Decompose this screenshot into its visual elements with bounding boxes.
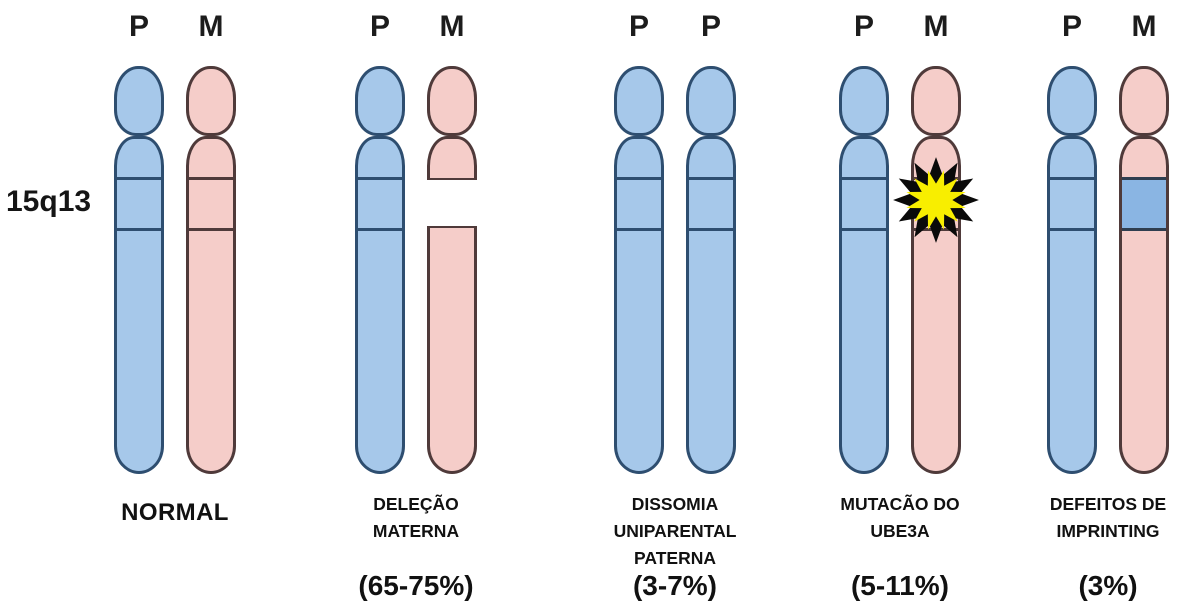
chromosome-paternal [355, 66, 405, 474]
chromosome-q-arm [114, 136, 164, 474]
chromosome-q-arm [614, 136, 664, 474]
allele-label-paternal: P [128, 10, 149, 43]
chromosome-q-arm [1119, 136, 1169, 474]
group-delecao-materna: P M DELEÇÃO MATERNA (65-75%) [355, 0, 477, 612]
group-normal: P M NORMAL [114, 0, 236, 612]
chromosome-p-arm [839, 66, 889, 136]
chromosome-paternal [839, 66, 889, 474]
chromosome-paternal-duplicate [686, 66, 736, 474]
group-percent: (5-11%) [850, 570, 950, 601]
chromosome-q-arm [686, 136, 736, 474]
group-defeitos-de-imprinting: P M DEFEITOS DE IMPRINTING (3%) [1047, 0, 1169, 612]
band-15q13 [358, 177, 402, 231]
chromosome-q-arm [186, 136, 236, 474]
band-15q13 [617, 177, 661, 231]
allele-label-maternal: M [1131, 10, 1157, 43]
band-15q13 [189, 177, 233, 231]
chromosome-p-arm [114, 66, 164, 136]
chromosome-q-arm [839, 136, 889, 474]
chromosome-q-arm [1047, 136, 1097, 474]
allele-label-paternal: P [628, 10, 649, 43]
allele-label-paternal: P [369, 10, 390, 43]
chromosome-p-arm [1047, 66, 1097, 136]
allele-label-maternal: M [198, 10, 224, 43]
allele-label-maternal: M [439, 10, 465, 43]
band-15q13 [842, 177, 886, 231]
group-percent: (3-7%) [632, 570, 717, 601]
chromosome-p-arm [1119, 66, 1169, 136]
group-title: NORMAL [121, 499, 229, 526]
group-title: MUTACÃO DO UBE3A [840, 494, 960, 541]
chromosome-maternal-imprint-defect [1119, 66, 1169, 474]
band-15q13 [117, 177, 161, 231]
chromosome-p-arm [686, 66, 736, 136]
group-percent: (3%) [1078, 570, 1138, 601]
deletion-gap [427, 180, 477, 226]
chromosome-paternal [1047, 66, 1097, 474]
chromosome-maternal [186, 66, 236, 474]
chromosome-p-arm [911, 66, 961, 136]
group-title: DEFEITOS DE IMPRINTING [1049, 494, 1167, 541]
group-percent: (65-75%) [358, 570, 474, 601]
group-mutacao-ube3a: P M MUTACÃO DO UBE3A (5-11%) [839, 0, 979, 612]
mutation-starburst-icon [893, 157, 979, 243]
chromosome-p-arm [355, 66, 405, 136]
allele-label-paternal: P [1061, 10, 1082, 43]
chromosome-q-arm-upper [427, 136, 477, 180]
chromosome-q-arm [355, 136, 405, 474]
chromosome-p-arm [427, 66, 477, 136]
chromosome-paternal [114, 66, 164, 474]
chromosome-p-arm [614, 66, 664, 136]
group-title: DELEÇÃO MATERNA [372, 494, 460, 541]
chromosome-maternal-mutated [893, 66, 979, 474]
allele-label-paternal: P [700, 10, 721, 43]
chromosome-q-arm-lower [427, 226, 477, 474]
group-title: DISSOMIA UNIPARENTAL PATERNA [613, 494, 737, 568]
band-15q13-imprinted [1122, 177, 1166, 231]
band-15q13 [689, 177, 733, 231]
group-dissomia-uniparental-paterna: P P DISSOMIA UNIPARENTAL PATERNA (3-7%) [614, 0, 737, 612]
chromosome-paternal [614, 66, 664, 474]
chromosome-p-arm [186, 66, 236, 136]
region-label: 15q13 [6, 185, 92, 218]
band-15q13 [1050, 177, 1094, 231]
allele-label-maternal: M [923, 10, 949, 43]
allele-label-paternal: P [853, 10, 874, 43]
chromosome-maternal-deleted [427, 66, 477, 474]
